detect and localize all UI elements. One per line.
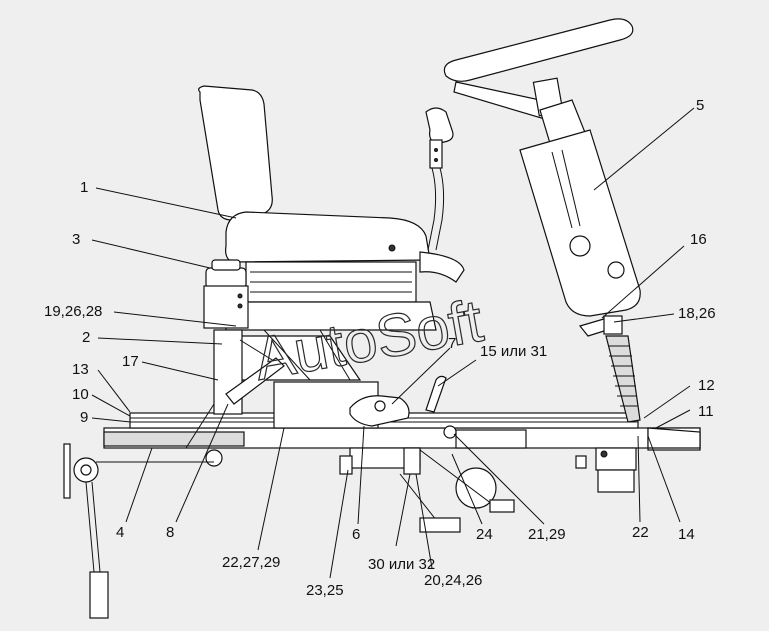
callout-14: 14 bbox=[678, 526, 695, 543]
pedal-boot bbox=[578, 315, 641, 423]
callout-17: 17 bbox=[122, 353, 139, 370]
callout-30-or-32: 30 или 32 bbox=[368, 556, 435, 573]
callout-11: 11 bbox=[698, 403, 714, 420]
center-box bbox=[273, 375, 447, 429]
rod-assembly bbox=[63, 443, 223, 619]
leader-lines bbox=[91, 107, 695, 579]
callout-19-26-28: 19,26,28 bbox=[44, 303, 102, 320]
under-floor-parts bbox=[339, 425, 637, 533]
callout-18-26: 18,26 bbox=[678, 305, 716, 322]
callout-8: 8 bbox=[166, 524, 174, 541]
operator-seat bbox=[198, 85, 465, 381]
callout-24: 24 bbox=[476, 526, 493, 543]
callout-6: 6 bbox=[352, 526, 360, 543]
callout-13: 13 bbox=[72, 361, 89, 378]
callout-labels: 1 3 19,26,28 2 17 13 10 9 4 8 22,27,29 2… bbox=[44, 97, 716, 599]
gear-lever bbox=[425, 107, 454, 251]
callout-21-29: 21,29 bbox=[528, 526, 566, 543]
callout-22-27-29: 22,27,29 bbox=[222, 554, 280, 571]
callout-5: 5 bbox=[696, 97, 704, 114]
callout-9: 9 bbox=[80, 409, 88, 426]
callout-22: 22 bbox=[632, 524, 649, 541]
callout-23-25: 23,25 bbox=[306, 582, 344, 599]
control-box bbox=[185, 259, 285, 449]
callout-7: 7 bbox=[448, 335, 456, 352]
steering-column bbox=[443, 18, 641, 317]
callout-12: 12 bbox=[698, 377, 715, 394]
callout-16: 16 bbox=[690, 231, 707, 248]
callout-3: 3 bbox=[72, 231, 80, 248]
callout-4: 4 bbox=[116, 524, 124, 541]
callout-15-or-31: 15 или 31 bbox=[480, 343, 547, 360]
callout-2: 2 bbox=[82, 329, 90, 346]
callout-20-24-26: 20,24,26 bbox=[424, 572, 482, 589]
callout-10: 10 bbox=[72, 386, 89, 403]
callout-1: 1 bbox=[80, 179, 88, 196]
